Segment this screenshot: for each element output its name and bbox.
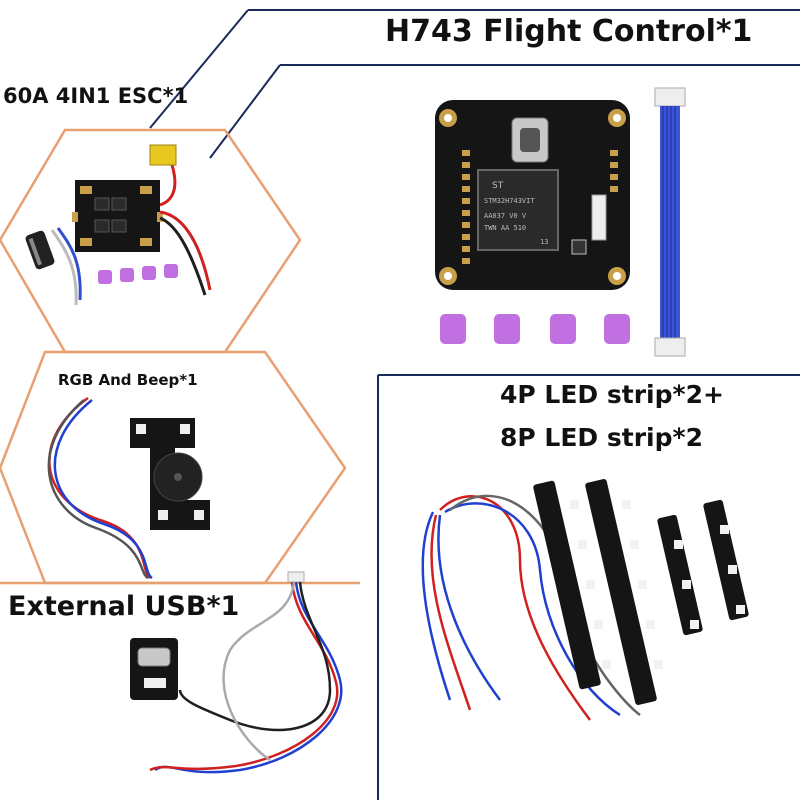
esc-board	[72, 180, 163, 252]
pad-column	[462, 150, 618, 264]
rgb-cable	[47, 396, 153, 580]
flight-control-title: H743 Flight Control*1	[385, 14, 753, 49]
esc-grommets	[98, 264, 178, 284]
esc-power-wires	[159, 164, 212, 296]
mcu-part: STM32H743VIT	[484, 197, 535, 205]
external-usb-title: External USB*1	[8, 591, 240, 622]
usb-cable	[149, 571, 343, 774]
usb-c-port	[511, 117, 549, 163]
mcu-line3: TWN AA 510	[484, 224, 526, 232]
frame-lines	[149, 9, 800, 800]
mcu-line2: AA037 V0 V	[484, 212, 527, 220]
led-strip-1	[533, 480, 601, 690]
fc-connector	[571, 194, 607, 255]
esc-capacitor	[25, 230, 55, 270]
mcu-line4: 13	[540, 238, 548, 246]
fc-grommets	[440, 314, 630, 344]
led-strip-3	[657, 514, 703, 636]
led-strip-title-line1: 4P LED strip*2+	[500, 380, 724, 409]
led-strip-4	[703, 499, 749, 621]
led-dots	[570, 500, 745, 669]
buzzer-board	[130, 418, 210, 530]
fc-ribbon-cable	[654, 87, 686, 357]
rgb-beep-title: RGB And Beep*1	[58, 371, 198, 389]
led-strip-2	[585, 479, 657, 705]
esc-ribbon-cable	[50, 227, 82, 306]
usb-adapter-board	[130, 638, 178, 700]
esc-title: 60A 4IN1 ESC*1	[3, 84, 189, 108]
xt60-connector	[149, 144, 177, 166]
led-strip-title-line2: 8P LED strip*2	[500, 423, 703, 452]
mcu-chip: ST STM32H743VIT AA037 V0 V TWN AA 510 13	[477, 169, 559, 251]
mcu-brand: ST	[492, 181, 504, 191]
